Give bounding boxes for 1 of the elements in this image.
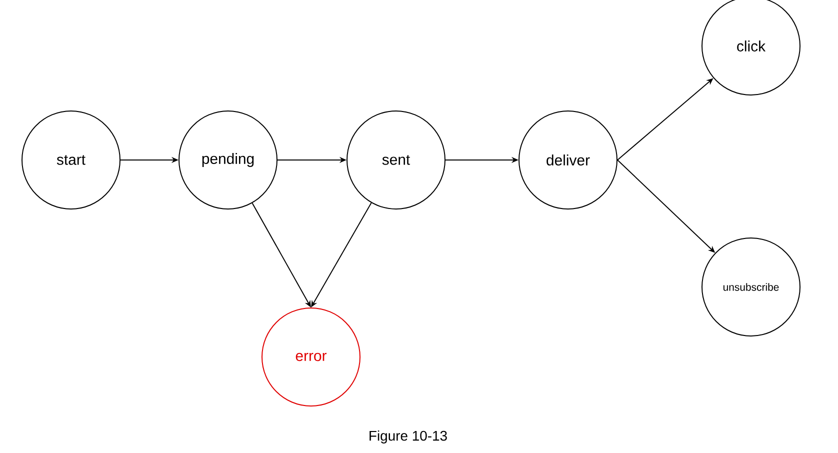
caption: Figure 10-13: [370, 430, 447, 444]
